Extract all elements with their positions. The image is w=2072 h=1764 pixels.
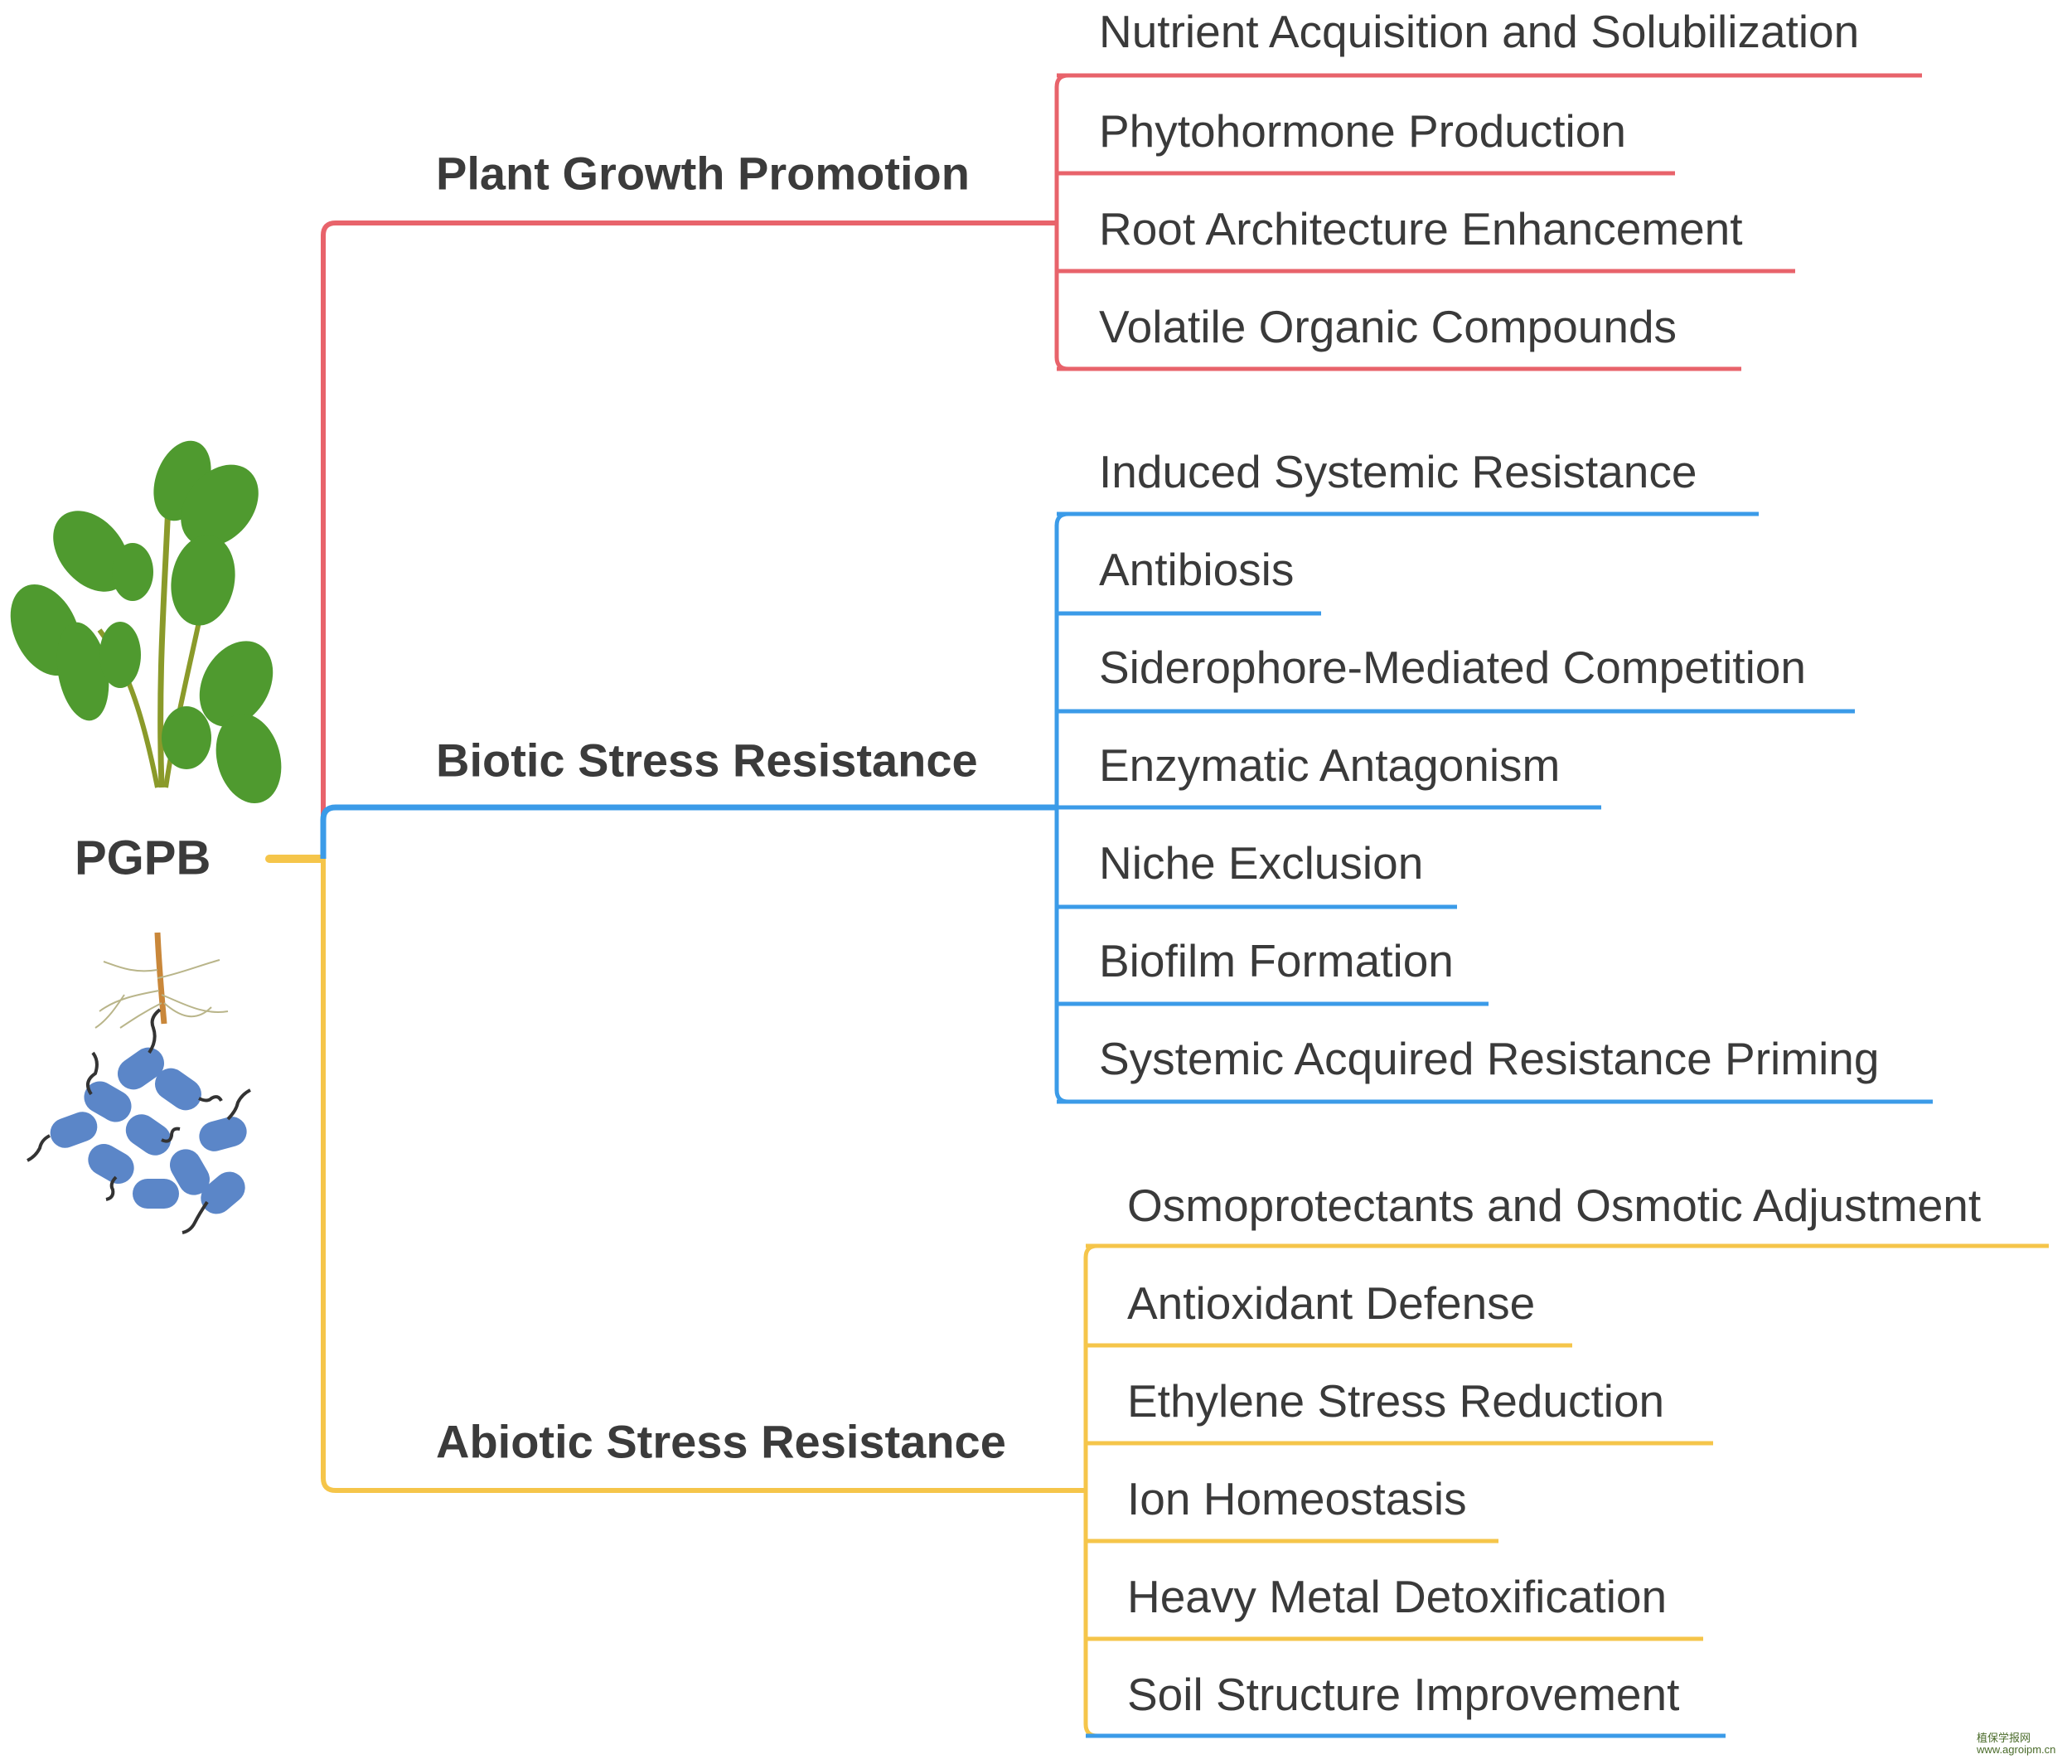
leaf-enzymatic-antagonism: Enzymatic Antagonism [1099,739,1561,791]
root-node-pgpb: PGPB [75,831,211,885]
leaf-systemic-acquired-resistance-priming: Systemic Acquired Resistance Priming [1099,1033,1880,1084]
leaf-heavy-metal-detoxification: Heavy Metal Detoxification [1127,1571,1668,1622]
root-icon [94,932,229,1029]
leaf-phytohormone-production: Phytohormone Production [1099,105,1626,157]
leaf-osmoprotectants-and-osmotic-adjustment: Osmoprotectants and Osmotic Adjustment [1127,1180,1982,1231]
leaf-niche-exclusion: Niche Exclusion [1099,837,1424,889]
leaf-antioxidant-defense: Antioxidant Defense [1127,1277,1536,1329]
bracket-abiotic-stress-resistance [1083,1243,1098,1738]
watermark-url: www.agroipm.cn [1977,1743,2056,1756]
watermark-line1: 植保学报网 [1977,1732,2031,1744]
bacteria-icon [27,1008,251,1234]
plant-icon [10,440,282,804]
leaf-volatile-organic-compounds: Volatile Organic Compounds [1099,301,1677,352]
bracket-plant-growth-promotion [1054,73,1069,371]
branch-title-abiotic-stress-resistance: Abiotic Stress Resistance [436,1415,1006,1468]
leaf-ethylene-stress-reduction: Ethylene Stress Reduction [1127,1375,1665,1427]
branch-title-biotic-stress-resistance: Biotic Stress Resistance [436,734,978,787]
branch-connector-biotic [320,804,1057,859]
branch-title-plant-growth-promotion: Plant Growth Promotion [436,147,970,200]
leaf-induced-systemic-resistance: Induced Systemic Resistance [1099,446,1697,497]
leaf-ion-homeostasis: Ion Homeostasis [1127,1473,1467,1524]
watermark: 植保学报网 www.agroipm.cn [1977,1732,2055,1756]
leaf-soil-structure-improvement: Soil Structure Improvement [1127,1669,1680,1720]
leaf-nutrient-acquisition-and-solubilization: Nutrient Acquisition and Solubilization [1099,6,1860,57]
branch-connector-abiotic [321,859,1086,1493]
leaf-biofilm-formation: Biofilm Formation [1099,935,1454,986]
leaf-siderophore-mediated-competition: Siderophore-Mediated Competition [1099,642,1806,693]
leaf-root-architecture-enhancement: Root Architecture Enhancement [1099,203,1743,254]
leaf-antibiosis: Antibiosis [1099,544,1295,595]
branch-connector-growth [321,220,1057,859]
